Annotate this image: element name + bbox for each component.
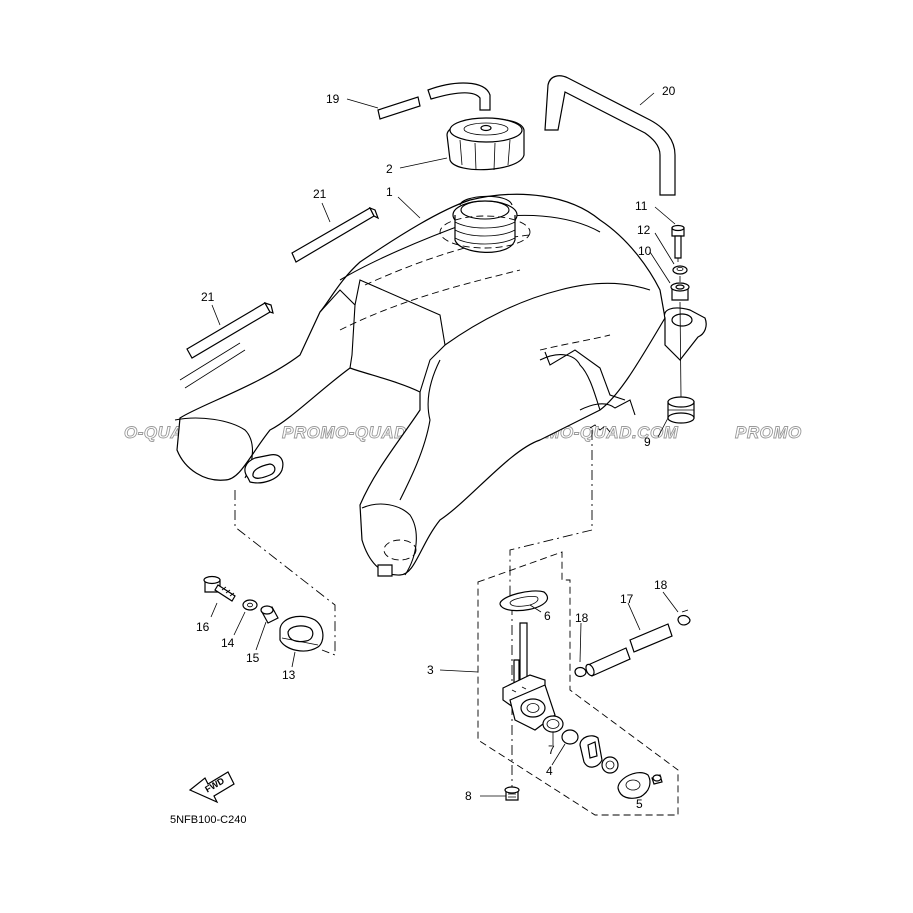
callout-19[interactable]: 19 [326, 92, 340, 106]
callout-7[interactable]: 7 [548, 743, 555, 757]
leader-line [179, 342, 246, 389]
hose-part-17[interactable] [584, 623, 673, 677]
collar-part-10[interactable] [670, 282, 690, 301]
diagram-code: 5NFB100-C240 [170, 814, 246, 826]
callout-3[interactable]: 3 [427, 663, 434, 677]
callout-21-upper[interactable]: 21 [313, 187, 327, 201]
grommet-part-13[interactable] [279, 615, 324, 652]
callout-5[interactable]: 5 [636, 797, 643, 811]
watermark-text: PROMO [735, 423, 802, 442]
lever-part[interactable] [579, 735, 603, 768]
callout-21-lower[interactable]: 21 [201, 290, 215, 304]
fuel-cock-part-3[interactable] [502, 622, 556, 731]
leader-line [234, 490, 336, 656]
gasket-part-6[interactable] [499, 590, 549, 612]
callout-20[interactable]: 20 [662, 84, 676, 98]
callout-18-upper[interactable]: 18 [654, 578, 668, 592]
callout-4[interactable]: 4 [546, 764, 553, 778]
leader-line [509, 430, 593, 598]
seal-part[interactable] [601, 756, 619, 774]
callout-13[interactable]: 13 [282, 668, 296, 682]
collar-part-15[interactable] [260, 605, 279, 624]
callout-numbers: 1 2 3 4 5 6 7 8 9 10 11 12 13 14 15 16 1… [196, 84, 676, 811]
callout-8[interactable]: 8 [465, 789, 472, 803]
washer-part-12[interactable] [672, 265, 688, 275]
hose-part-20[interactable] [544, 75, 676, 196]
breather-hose-part-19[interactable] [377, 82, 491, 120]
o-ring-part-4[interactable] [561, 729, 579, 745]
fuel-cap-part-2[interactable] [446, 117, 525, 171]
filter-part-7[interactable] [542, 715, 564, 733]
screw-part-5[interactable] [651, 774, 663, 785]
callout-12[interactable]: 12 [637, 223, 651, 237]
callout-16[interactable]: 16 [196, 620, 210, 634]
damper-part-21-upper[interactable] [291, 206, 380, 263]
grommet-part-9[interactable] [667, 396, 695, 424]
fuel-tank-part-1[interactable] [174, 193, 707, 577]
bolt-part-16[interactable] [203, 575, 236, 602]
leader-lines [210, 92, 679, 798]
callout-17[interactable]: 17 [620, 592, 634, 606]
leader-line [677, 258, 682, 398]
washer-part-14[interactable] [242, 599, 258, 611]
clip-part-18-lower[interactable] [574, 666, 587, 678]
callout-18-lower[interactable]: 18 [575, 611, 589, 625]
callout-15[interactable]: 15 [246, 651, 260, 665]
fuel-cock-group-outline [477, 551, 679, 816]
fwd-arrow-icon: FWD [188, 771, 235, 804]
callout-9[interactable]: 9 [644, 435, 651, 449]
callout-2[interactable]: 2 [386, 162, 393, 176]
bolt-part-11[interactable] [671, 224, 685, 259]
clip-part-18-upper[interactable] [677, 609, 691, 626]
callout-11[interactable]: 11 [635, 199, 648, 213]
screw-part-8[interactable] [504, 786, 520, 801]
callout-1[interactable]: 1 [386, 185, 393, 199]
damper-part-21-lower[interactable] [186, 301, 274, 359]
watermark-row: O-QUAD.COM PROMO-QUAD.COM PROMO-QUAD.COM… [124, 423, 802, 443]
plate-part[interactable] [617, 772, 651, 799]
callout-10[interactable]: 10 [638, 244, 652, 258]
callout-6[interactable]: 6 [544, 609, 551, 623]
callout-14[interactable]: 14 [221, 636, 235, 650]
